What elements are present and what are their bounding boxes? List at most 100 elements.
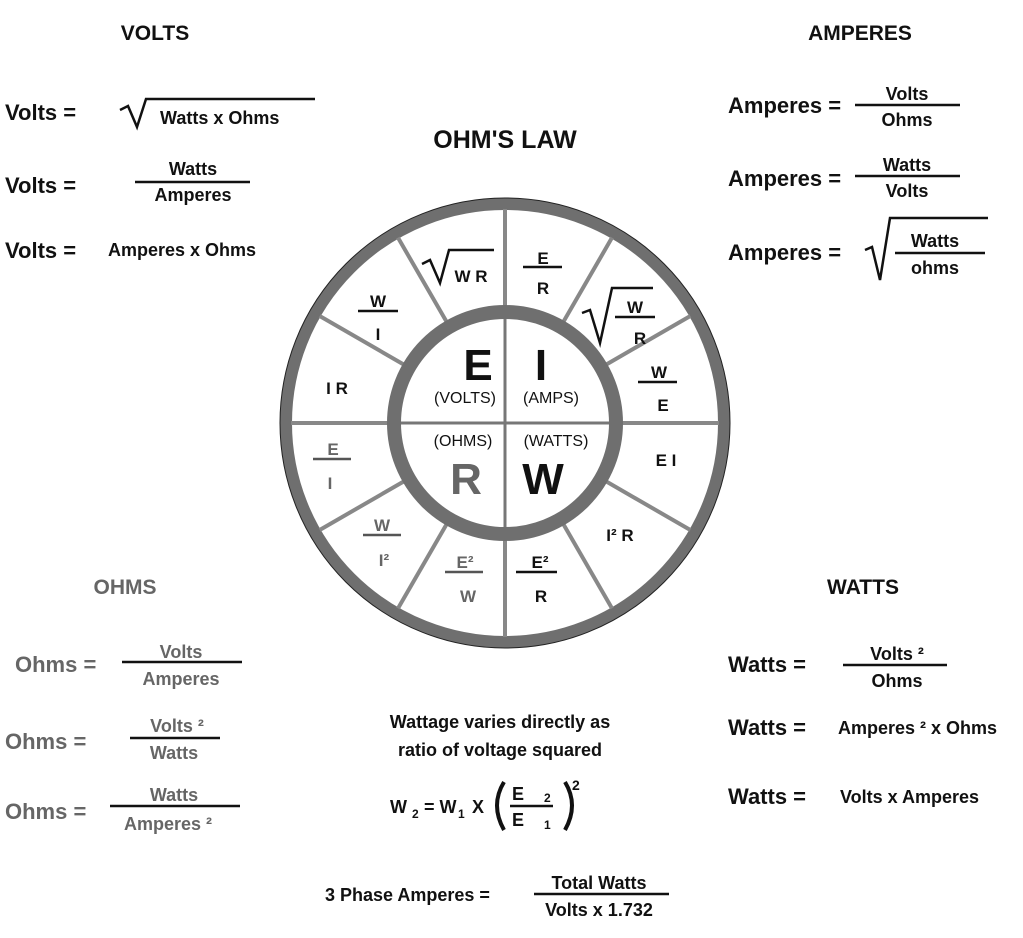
segment-e2-over-w-num: E² xyxy=(457,553,474,572)
watts-formula-1-denominator: Ohms xyxy=(871,671,922,691)
ohms-formula-2-numerator: Volts ² xyxy=(150,716,204,736)
ohms-formula-3-denominator: Amperes ² xyxy=(124,814,212,834)
wheel-spoke xyxy=(318,314,406,367)
amperes-heading: AMPERES xyxy=(808,22,912,45)
center-ohms-caption: (OHMS) xyxy=(434,433,493,450)
wheel-spoke xyxy=(561,522,614,610)
center-w: W xyxy=(522,455,564,504)
squared-exponent: 2 xyxy=(572,777,580,793)
watts-formula-2: Amperes ² x Ohms xyxy=(838,718,997,738)
segment-w-over-i2-den: I² xyxy=(379,551,390,570)
watts-formula-1-numerator: Volts ² xyxy=(870,644,924,664)
wheel-spoke xyxy=(396,236,449,324)
watts-heading: WATTS xyxy=(827,576,899,599)
e2-subscript: 2 xyxy=(544,791,551,805)
e2-symbol: E xyxy=(512,784,524,804)
wheel-spoke xyxy=(318,479,406,532)
amperes-formula-3-numerator: Watts xyxy=(911,231,959,251)
segment-ir: I R xyxy=(326,379,348,398)
center-amps-caption: (AMPS) xyxy=(523,390,579,407)
segment-e2-over-r-num: E² xyxy=(532,553,549,572)
three-phase-denominator: Volts x 1.732 xyxy=(545,900,653,920)
segment-ei: E I xyxy=(656,451,677,470)
segment-w-over-e-den: E xyxy=(657,396,668,415)
amperes-label: Amperes = xyxy=(728,240,841,265)
center-volts-caption: (VOLTS) xyxy=(434,390,496,407)
ohms-law-wheel: E (VOLTS) I (AMPS) (OHMS) R (WATTS) W W … xyxy=(279,197,731,649)
ohms-formula-1-denominator: Amperes xyxy=(142,669,219,689)
volts-formula-2-numerator: Watts xyxy=(169,159,217,179)
segment-e-over-i-num: E xyxy=(327,440,338,459)
segment-i2r: I² R xyxy=(606,526,633,545)
watts-section: WATTS Watts = Volts ² Ohms Watts = Amper… xyxy=(728,576,997,809)
segment-e-over-i-den: I xyxy=(328,474,333,493)
volts-formula-2-denominator: Amperes xyxy=(154,185,231,205)
watts-label: Watts = xyxy=(728,652,806,677)
volts-section: VOLTS Volts = Watts x Ohms Volts = Watts… xyxy=(5,22,315,263)
w2-subscript: 2 xyxy=(412,807,419,821)
center-r: R xyxy=(450,455,482,504)
volts-label: Volts = xyxy=(5,238,76,263)
sqrt-icon xyxy=(581,286,653,348)
wheel-spoke xyxy=(561,236,614,324)
ohms-label: Ohms = xyxy=(15,652,96,677)
wattage-note-line-2: ratio of voltage squared xyxy=(398,740,602,760)
segment-w-over-i2-num: W xyxy=(374,516,391,535)
segment-sqrt-w-over-r-den: R xyxy=(634,329,646,348)
wheel-spoke xyxy=(396,522,449,610)
e1-symbol: E xyxy=(512,810,524,830)
amperes-formula-3-denominator: ohms xyxy=(911,258,959,278)
volts-label: Volts = xyxy=(5,173,76,198)
segment-w-over-i-num: W xyxy=(370,292,387,311)
watts-label: Watts = xyxy=(728,715,806,740)
ohms-formula-2-denominator: Watts xyxy=(150,743,198,763)
ohms-label: Ohms = xyxy=(5,799,86,824)
amperes-label: Amperes = xyxy=(728,93,841,118)
amperes-formula-2-numerator: Watts xyxy=(883,155,931,175)
segment-e-over-r-num: E xyxy=(537,249,548,268)
amperes-formula-1-numerator: Volts xyxy=(886,84,929,104)
spokes xyxy=(291,209,719,637)
center-watts-caption: (WATTS) xyxy=(524,433,589,450)
wattage-note: Wattage varies directly as ratio of volt… xyxy=(390,712,610,832)
outer-ring-edge xyxy=(279,197,731,649)
volts-formula-3: Amperes x Ohms xyxy=(108,240,256,260)
sqrt-icon xyxy=(119,97,315,131)
three-phase-numerator: Total Watts xyxy=(552,873,647,893)
wheel-spoke xyxy=(604,479,692,532)
watts-label: Watts = xyxy=(728,784,806,809)
sqrt-icon xyxy=(421,248,494,287)
wattage-note-line-1: Wattage varies directly as xyxy=(390,712,610,732)
three-phase-label: 3 Phase Amperes = xyxy=(325,885,490,905)
watts-formula-3: Volts x Amperes xyxy=(840,787,979,807)
wheel-spoke xyxy=(604,314,692,367)
e1-subscript: 1 xyxy=(544,818,551,832)
ohms-formula-1-numerator: Volts xyxy=(160,642,203,662)
segment-e2-over-r-den: R xyxy=(535,587,547,606)
page-title: OHM'S LAW xyxy=(433,126,577,154)
volts-formula-1: Watts x Ohms xyxy=(160,108,279,128)
w1-subscript: 1 xyxy=(458,807,465,821)
times-symbol: X xyxy=(472,797,484,817)
amperes-section: AMPERES Amperes = Volts Ohms Amperes = W… xyxy=(728,22,988,281)
sqrt-icon xyxy=(864,216,988,281)
segment-w-over-e-num: W xyxy=(651,363,668,382)
volts-label: Volts = xyxy=(5,100,76,125)
ohms-heading: OHMS xyxy=(94,576,157,599)
right-paren-icon xyxy=(563,780,574,831)
w2-symbol: W xyxy=(390,797,407,817)
center-e: E xyxy=(463,341,492,390)
ohms-label: Ohms = xyxy=(5,729,86,754)
amperes-formula-1-denominator: Ohms xyxy=(881,110,932,130)
amperes-formula-2-denominator: Volts xyxy=(886,181,929,201)
segment-w-over-i-den: I xyxy=(376,325,381,344)
three-phase-formula: 3 Phase Amperes = Total Watts Volts x 1.… xyxy=(325,873,669,920)
segment-sqrt-w-over-r-num: W xyxy=(627,298,644,317)
ohms-section: OHMS Ohms = Volts Amperes Ohms = Volts ²… xyxy=(5,576,242,834)
ohms-formula-3-numerator: Watts xyxy=(150,785,198,805)
segment-sqrt-wr: W R xyxy=(454,267,487,286)
center-i: I xyxy=(535,341,547,390)
equals-w1: = W xyxy=(424,797,457,817)
left-paren-icon xyxy=(495,780,506,831)
